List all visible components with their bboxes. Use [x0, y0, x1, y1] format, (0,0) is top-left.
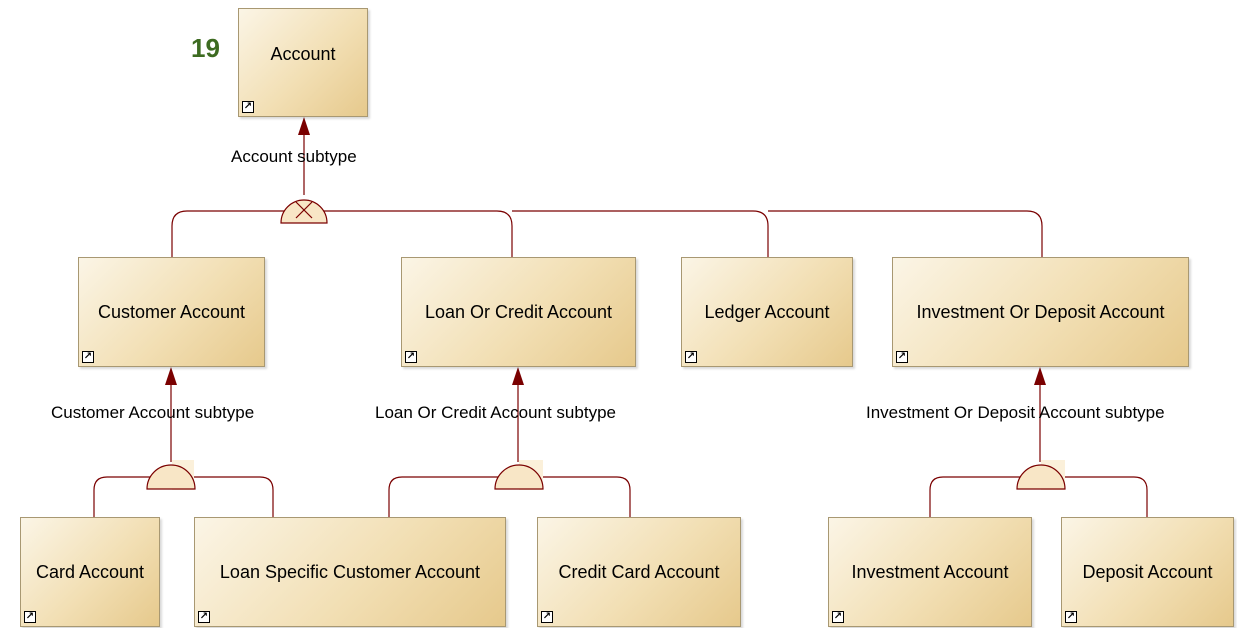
account-arrowhead-icon	[298, 117, 310, 135]
shortcut-arrow-icon: ↗	[24, 611, 36, 623]
shortcut-arrow-icon: ↗	[242, 101, 254, 113]
customer-account-subtype-label: Customer Account subtype	[51, 403, 255, 422]
entity-name: Investment Account	[851, 561, 1009, 582]
entity-ledger-account[interactable]: Ledger Account ↗	[681, 257, 853, 367]
subtype-symbol-icon	[146, 464, 196, 490]
entity-name: Investment Or Deposit Account	[916, 301, 1165, 322]
entity-name: Card Account	[35, 561, 145, 582]
shortcut-arrow-icon: ↗	[541, 611, 553, 623]
entity-name: Ledger Account	[704, 301, 830, 322]
account-subtype-connector	[171, 210, 1043, 257]
entity-customer-account[interactable]: Customer Account ↗	[78, 257, 265, 367]
shortcut-arrow-icon: ↗	[405, 351, 417, 363]
investment-or-deposit-account-subtype-label: Investment Or Deposit Account subtype	[866, 403, 1165, 422]
account-subtype-label: Account subtype	[231, 147, 357, 166]
entity-credit-card-account[interactable]: Credit Card Account ↗	[537, 517, 741, 627]
entity-card-account[interactable]: Card Account ↗	[20, 517, 160, 627]
entity-name: Account	[270, 44, 336, 64]
subtype-symbol-icon	[1016, 464, 1066, 490]
entity-loan-or-credit-account[interactable]: Loan Or Credit Account ↗	[401, 257, 636, 367]
shortcut-arrow-icon: ↗	[832, 611, 844, 623]
loan-or-credit-account-subtype-label: Loan Or Credit Account subtype	[375, 403, 616, 422]
shortcut-arrow-icon: ↗	[82, 351, 94, 363]
entity-investment-account[interactable]: Investment Account ↗	[828, 517, 1032, 627]
loan-or-credit-account-arrowhead-icon	[512, 367, 524, 385]
entity-name: Credit Card Account	[558, 561, 720, 582]
entity-name: Loan Or Credit Account	[424, 301, 613, 322]
shortcut-arrow-icon: ↗	[896, 351, 908, 363]
entity-deposit-account[interactable]: Deposit Account ↗	[1061, 517, 1234, 627]
shortcut-arrow-icon: ↗	[198, 611, 210, 623]
shortcut-arrow-icon: ↗	[685, 351, 697, 363]
entity-loan-specific-customer-account[interactable]: Loan Specific Customer Account ↗	[194, 517, 506, 627]
entity-name: Deposit Account	[1082, 561, 1213, 582]
investment-or-deposit-account-arrowhead-icon	[1034, 367, 1046, 385]
shortcut-arrow-icon: ↗	[1065, 611, 1077, 623]
entity-investment-or-deposit-account[interactable]: Investment Or Deposit Account ↗	[892, 257, 1189, 367]
exclusive-subtype-symbol-icon	[280, 199, 328, 224]
customer-account-arrowhead-icon	[165, 367, 177, 385]
entity-account[interactable]: Account ↗	[238, 8, 368, 117]
subtype-symbol-icon	[494, 464, 544, 490]
page-number: 19	[191, 33, 220, 63]
entity-name: Customer Account	[97, 301, 246, 322]
entity-name: Loan Specific Customer Account	[219, 561, 481, 582]
